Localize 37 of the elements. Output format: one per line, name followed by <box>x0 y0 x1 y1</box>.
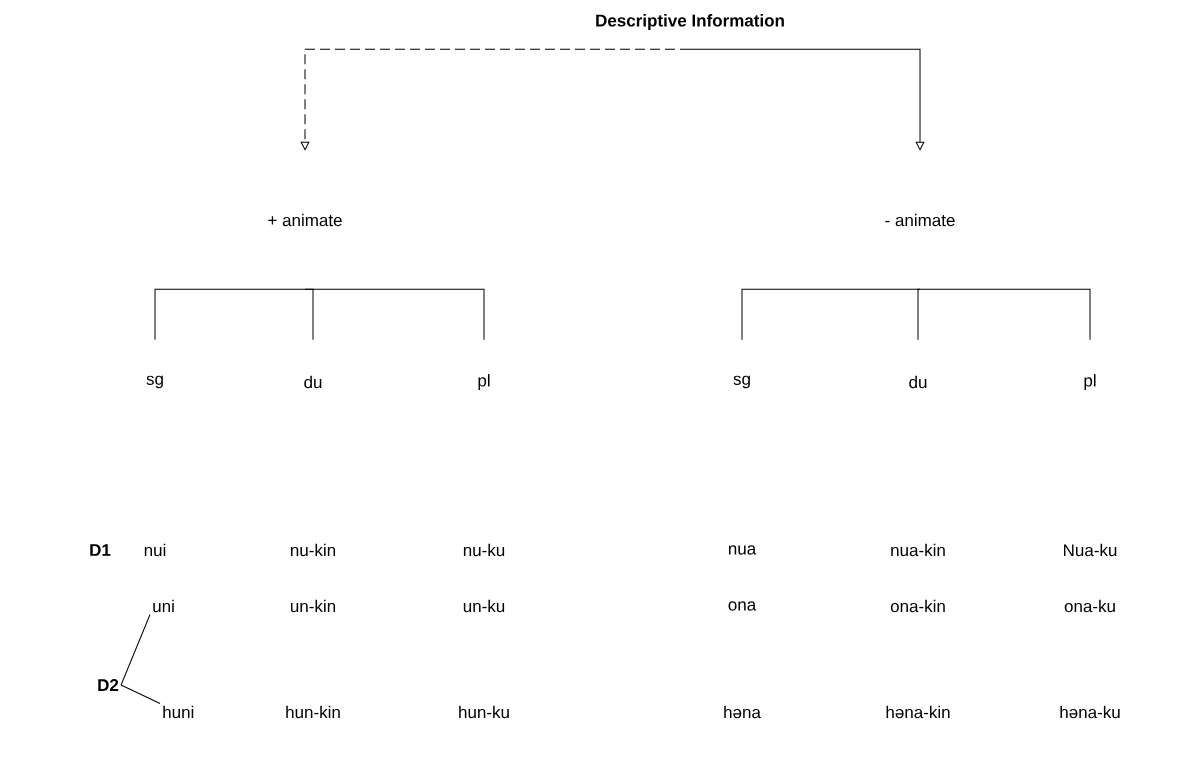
table-cell: nui <box>144 543 166 557</box>
row-label: D2 <box>98 679 119 691</box>
table-cell: ona <box>728 601 757 611</box>
table-cell: un-ku <box>463 599 505 613</box>
tree-line <box>917 288 921 341</box>
table-cell: nua-kin <box>891 543 945 557</box>
tree-label: du <box>304 375 322 389</box>
table-cell: hun-ku <box>459 705 509 719</box>
tree-label: du <box>909 375 927 389</box>
tree-line <box>304 288 485 341</box>
table-cell: Nua-ku <box>1064 543 1117 557</box>
tree-label: sg <box>146 375 163 389</box>
tree-label: pl <box>478 374 490 390</box>
table-cell: nu-ku <box>463 543 505 557</box>
tree-label: sg <box>733 375 750 389</box>
tree-label: - animate <box>885 213 955 227</box>
title: Descriptive Information <box>596 14 784 30</box>
tree-line <box>919 288 1091 341</box>
tree-label: uni <box>153 599 174 613</box>
table-cell: ona-kin <box>890 599 945 613</box>
branch-line <box>120 684 161 705</box>
tree-label: pl <box>1084 374 1096 390</box>
table-cell: nua <box>728 545 757 555</box>
table-cell: hun-kin <box>286 705 340 719</box>
tree-label: + animate <box>268 213 342 227</box>
table-cell: nu-kin <box>291 543 336 557</box>
table-cell: D1 <box>90 544 111 556</box>
table-cell: həna-ku <box>1060 705 1120 719</box>
arrow <box>689 48 925 151</box>
tree-label: huni <box>163 705 194 719</box>
branch-line <box>120 613 151 686</box>
table-cell: həna-kin <box>886 705 950 719</box>
table-cell: un-kin <box>290 599 336 613</box>
table-cell: həna <box>724 705 761 719</box>
table-cell: ona-ku <box>1064 599 1115 613</box>
tree-line <box>154 288 306 341</box>
arrow <box>300 48 691 151</box>
